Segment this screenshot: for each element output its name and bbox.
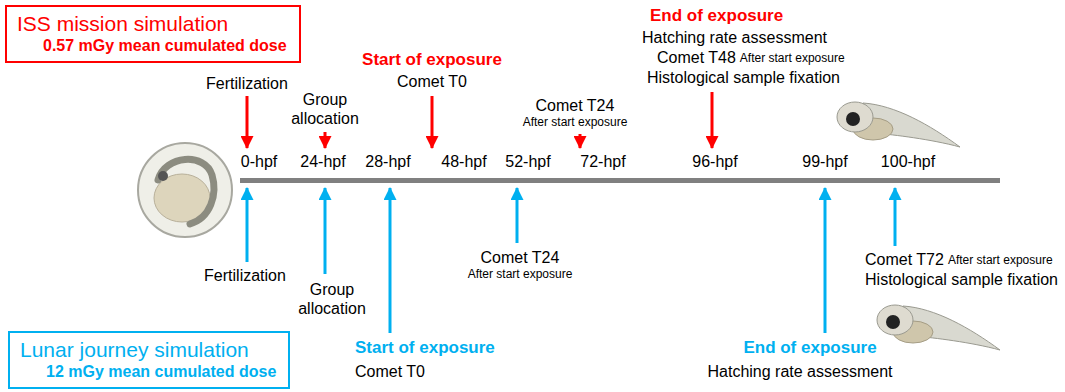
time-point-label: 52-hpf xyxy=(505,152,550,171)
event-label: Comet T72 xyxy=(865,250,944,269)
box-title: Lunar journey simulation xyxy=(20,337,276,362)
event-arrow xyxy=(324,132,327,148)
event-arrow xyxy=(824,188,827,333)
event-label: End of exposure xyxy=(743,338,876,358)
simulation-box: Lunar journey simulation12 mGy mean cumu… xyxy=(8,331,290,389)
event-label: Hatching rate assessment xyxy=(708,362,893,381)
event-label: Comet T48 xyxy=(657,48,736,67)
event-arrow xyxy=(246,96,249,148)
event-label: Comet T24 xyxy=(536,96,615,115)
event-label: Start of exposure xyxy=(362,50,502,70)
event-label: Start of exposure xyxy=(355,338,495,358)
simulation-box: ISS mission simulation0.57 mGy mean cumu… xyxy=(5,5,301,63)
event-arrow xyxy=(894,188,897,246)
larva-illustration xyxy=(877,305,1000,350)
event-label: Comet T0 xyxy=(355,362,425,381)
time-axis xyxy=(240,178,1000,183)
time-point-label: 100-hpf xyxy=(881,152,935,171)
time-point-label: 0-hpf xyxy=(241,152,277,171)
event-arrow xyxy=(246,188,249,262)
event-arrow xyxy=(324,188,327,274)
event-arrow xyxy=(711,92,714,148)
time-point-label: 72-hpf xyxy=(580,152,625,171)
dose-text: 12 mGy mean cumulated dose xyxy=(20,362,276,381)
event-label: After start exposure xyxy=(948,253,1053,267)
event-label: Fertilization xyxy=(206,74,288,93)
event-label: Group allocation xyxy=(294,280,370,318)
time-point-label: 96-hpf xyxy=(692,152,737,171)
event-label: After start exposure xyxy=(468,267,573,281)
larva-illustration xyxy=(837,102,960,147)
event-arrow xyxy=(516,188,519,243)
event-arrow xyxy=(431,96,434,148)
time-point-label: 28-hpf xyxy=(365,152,410,171)
event-label: Comet T24 xyxy=(481,248,560,267)
event-label: End of exposure xyxy=(650,6,783,26)
event-arrow xyxy=(389,188,392,333)
event-label: Histological sample fixation xyxy=(865,270,1058,289)
event-label: Hatching rate assessment xyxy=(642,28,827,47)
event-label: After start exposure xyxy=(740,51,845,65)
embryo-illustration xyxy=(138,143,232,237)
event-label: After start exposure xyxy=(523,115,628,129)
box-title: ISS mission simulation xyxy=(17,11,287,36)
time-point-label: 99-hpf xyxy=(802,152,847,171)
event-label: Histological sample fixation xyxy=(647,68,840,87)
event-arrow xyxy=(579,134,582,148)
event-label: Comet T0 xyxy=(397,72,467,91)
time-point-label: 24-hpf xyxy=(300,152,345,171)
event-label: Fertilization xyxy=(204,266,286,285)
time-point-label: 48-hpf xyxy=(441,152,486,171)
event-label: Group allocation xyxy=(285,90,365,128)
dose-text: 0.57 mGy mean cumulated dose xyxy=(17,36,287,55)
